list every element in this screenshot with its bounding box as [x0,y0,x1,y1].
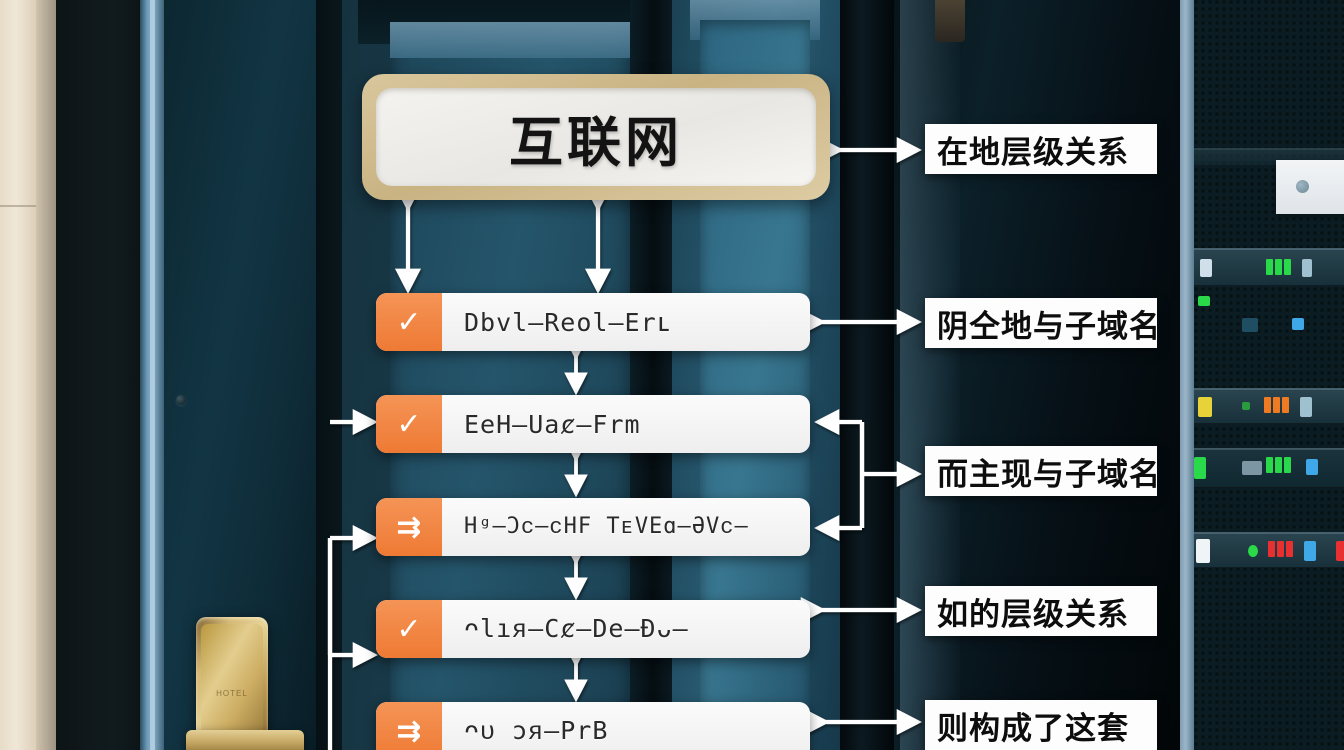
double-arrow-icon: ⇉ [376,498,442,556]
list-item[interactable]: ✓ EeH—Uaȼ—Frm [376,395,810,453]
list-item[interactable]: ✓ ᴖlıᴙ—Cȼ—De—Ɖᴗ— [376,600,810,658]
list-item-label: Hᵍ—Ɔᴄ—ᴄHF TᴇVEɑ—ƏVᴄ— [464,514,749,539]
list-item-label: Dbvl—Reol—Erʟ [464,307,673,337]
check-icon: ✓ [376,600,442,658]
double-arrow-icon: ⇉ [376,702,442,750]
rack-mesh-panel [1194,0,1344,750]
door-lock-engraving: HOTEL [216,689,248,698]
wall-strip [0,0,36,750]
list-item-label: EeH—Uaȼ—Frm [464,409,641,439]
list-item-label: ᴖlıᴙ—Cȼ—De—Ɖᴗ— [464,613,689,643]
rack-label-dot [1296,180,1309,193]
diagram-title-inner: 互联网 [376,88,816,186]
server-rack [1180,0,1344,750]
check-icon: ✓ [376,293,442,351]
ceiling-fixture [935,0,965,42]
rack-asset-label [1276,160,1344,214]
annotation-label: 而主现与子域名 [925,446,1160,496]
rack-unit [1194,388,1344,424]
list-item[interactable]: ✓ Dbvl—Reol—Erʟ [376,293,810,351]
door-right-edge [840,0,894,750]
door-blue-trim-highlight [150,0,155,750]
annotation-label: 阴仝地与子域名 [925,298,1160,348]
list-item-label: ᴖᴜ ɔᴙ—PrB [464,715,609,745]
check-icon: ✓ [376,395,442,453]
wall-strip-shadow [36,0,56,750]
annotation-label: 则构成了这套 [925,700,1157,750]
rack-unit [1194,448,1344,488]
door-lock-plate[interactable]: HOTEL [196,617,268,750]
door-dark-panel [56,0,152,750]
rack-unit [1194,532,1344,568]
annotation-label: 在地层级关系 [925,124,1157,174]
diagram-title-card: 互联网 [362,74,830,200]
rack-unit [1194,248,1344,286]
wall-seam [0,205,36,207]
page-title: 互联网 [509,110,683,174]
list-item[interactable]: ⇉ Hᵍ—Ɔᴄ—ᴄHF TᴇVEɑ—ƏVᴄ— [376,498,810,556]
door-screw [176,395,186,405]
list-item[interactable]: ⇉ ᴖᴜ ɔᴙ—PrB [376,702,810,750]
rack-side-rail [1180,0,1194,750]
annotation-label: 如的层级关系 [925,586,1157,636]
door-center-inset-bevel [390,22,630,58]
door-lock-face [201,624,263,750]
door-handle[interactable] [186,730,304,750]
